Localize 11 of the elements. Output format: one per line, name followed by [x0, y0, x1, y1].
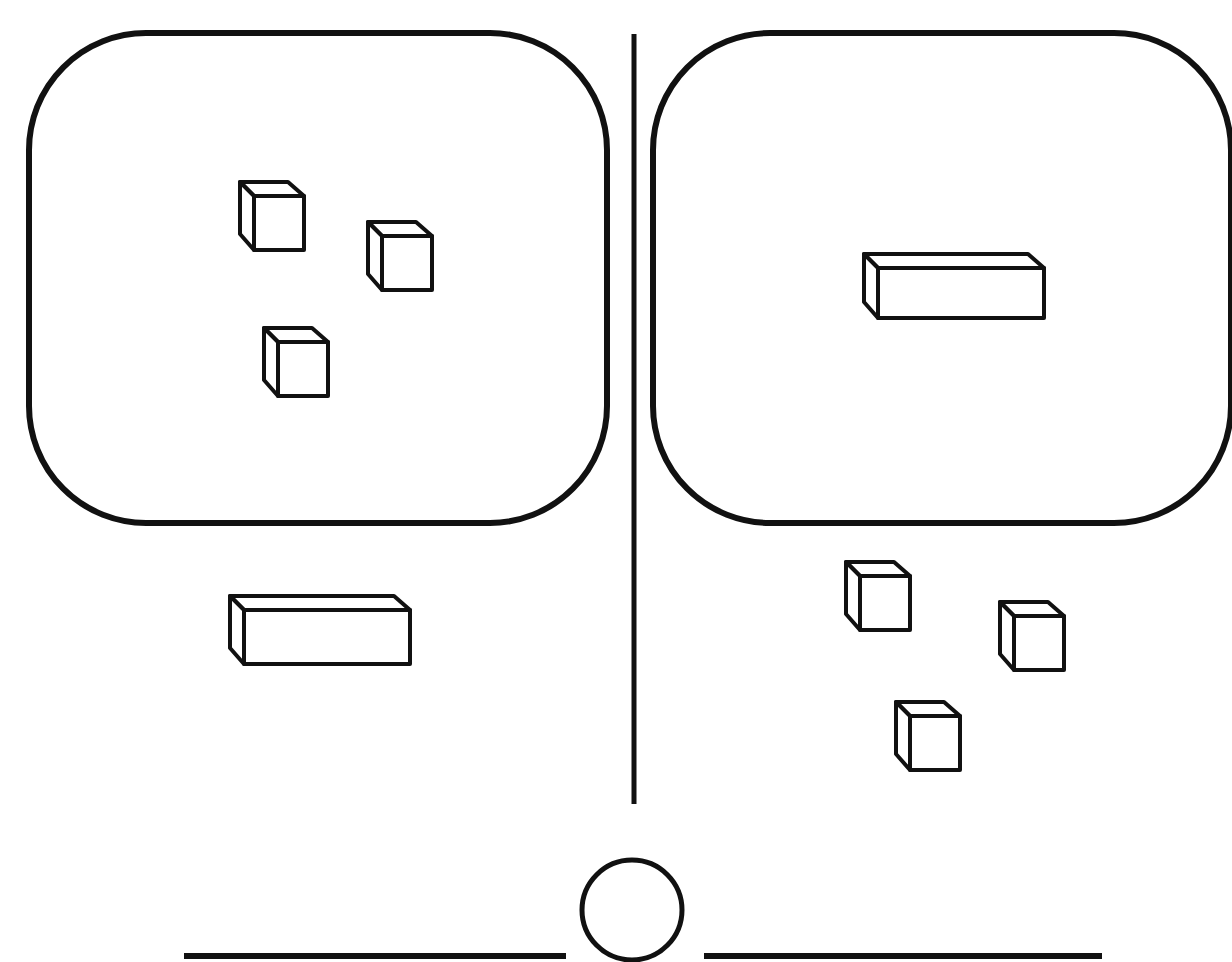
rounded-panel: [26, 30, 610, 526]
rounded-panel: [650, 30, 1232, 526]
block-drawing: [862, 252, 1046, 320]
cube-drawing: [844, 560, 912, 632]
block-drawing: [228, 594, 412, 666]
cube-drawing: [366, 220, 434, 292]
cube-drawing: [238, 180, 306, 252]
cube-drawing: [894, 700, 962, 772]
cube-drawing: [262, 326, 330, 398]
circle-drawing: [578, 856, 686, 962]
cube-drawing: [998, 600, 1066, 672]
